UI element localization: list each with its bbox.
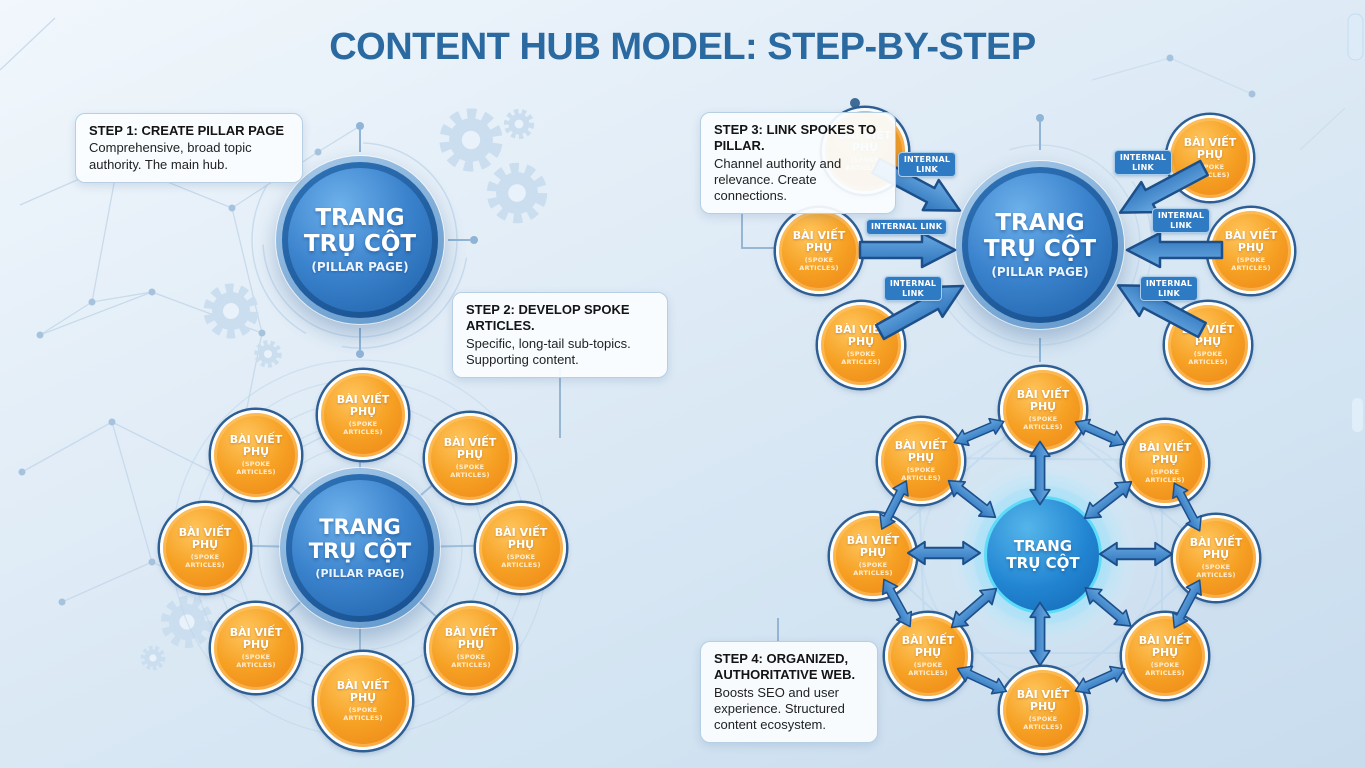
- spoke-subtitle: (SPOKE ARTICLES): [901, 466, 941, 483]
- connector-line: [559, 212, 779, 641]
- spoke-subtitle: (SPOKE ARTICLES): [1190, 163, 1230, 180]
- spoke-subtitle: (SPOKE ARTICLES): [450, 463, 490, 480]
- spoke-title: BÀI VIẾT PHỤ: [1016, 387, 1070, 413]
- spoke-title: BÀI VIẾT PHỤ: [1138, 633, 1192, 659]
- spoke-article-node: BÀI VIẾT PHỤ (SPOKE ARTICLES): [211, 410, 301, 500]
- step-body: Channel authority and relevance. Create …: [714, 155, 842, 204]
- internal-link-badge: INTERNAL LINK: [1114, 150, 1172, 176]
- spoke-article-node: BÀI VIẾT PHỤ (SPOKE ARTICLES): [426, 603, 516, 693]
- pillar-title: TRANG TRỤ CỘT: [308, 515, 412, 563]
- spoke-article-node: BÀI VIẾT PHỤ (SPOKE ARTICLES): [776, 208, 862, 294]
- spoke-title: BÀI VIẾT PHỤ: [901, 633, 955, 659]
- internal-link-arrow: [858, 149, 1224, 349]
- pillar-core: TRANG TRỤ CỘT (PILLAR PAGE): [292, 480, 428, 616]
- orbit-ticks: [356, 122, 478, 358]
- spoke-subtitle: (SPOKE ARTICLES): [1196, 563, 1236, 580]
- spoke-subtitle: (SPOKE ARTICLES): [853, 561, 893, 578]
- step-heading: STEP 3: LINK SPOKES TO PILLAR.: [714, 122, 877, 154]
- spoke-article-node: BÀI VIẾT PHỤ (SPOKE ARTICLES): [1000, 667, 1086, 753]
- spoke-title: BÀI VIẾT PHỤ: [792, 228, 846, 254]
- pillar-ring: TRANG TRỤ CỘT (PILLAR PAGE): [282, 162, 438, 318]
- spoke-subtitle: (SPOKE ARTICLES): [1023, 715, 1063, 732]
- step-2-card: STEP 2: DEVELOP SPOKE ARTICLES. Specific…: [452, 292, 668, 378]
- spoke-article-node: BÀI VIẾT PHỤ (SPOKE ARTICLES): [476, 503, 566, 593]
- decor-bar: [1352, 398, 1363, 432]
- spoke-article-node: BÀI VIẾT PHỤ (SPOKE ARTICLES): [318, 370, 408, 460]
- step-body: Comprehensive, broad topic authority. Th…: [89, 140, 252, 172]
- spoke-article-node: BÀI VIẾT PHỤ (SPOKE ARTICLES): [878, 418, 964, 504]
- spoke-subtitle: (SPOKE ARTICLES): [799, 256, 839, 273]
- spoke-title: BÀI VIẾT PHỤ: [894, 438, 948, 464]
- pillar-core: TRANG TRỤ CỘT (PILLAR PAGE): [968, 173, 1112, 317]
- spoke-title: BÀI VIẾT PHỤ: [1016, 687, 1070, 713]
- step-body: Boosts SEO and user experience. Structur…: [714, 684, 845, 733]
- step-heading: STEP 4: ORGANIZED, AUTHORITATIVE WEB.: [714, 651, 856, 683]
- diagram-title: CONTENT HUB MODEL: STEP-BY-STEP: [329, 26, 1036, 68]
- pillar-ring: TRANG TRỤ CỘT (PILLAR PAGE): [286, 474, 434, 622]
- spoke-subtitle: (SPOKE ARTICLES): [841, 350, 881, 367]
- step-3-card: STEP 3: LINK SPOKES TO PILLAR. Channel a…: [700, 112, 896, 215]
- spoke-title: BÀI VIẾT PHỤ: [443, 435, 497, 461]
- pillar-page-node: TRANG TRỤ CỘT (PILLAR PAGE): [276, 156, 444, 324]
- pillar-subtitle: (PILLAR PAGE): [315, 566, 405, 580]
- spoke-subtitle: (SPOKE ARTICLES): [1023, 415, 1063, 432]
- spoke-title: BÀI VIẾT PHỤ: [1138, 440, 1192, 466]
- hub-node-step4: TRANG TRỤ CỘT: [984, 496, 1102, 614]
- spoke-title: BÀI VIẾT PHỤ: [178, 525, 232, 551]
- spoke-article-node: BÀI VIẾT PHỤ (SPOKE ARTICLES): [1122, 420, 1208, 506]
- step-body: Specific, long-tail sub-topics. Supporti…: [466, 335, 631, 367]
- pillar-page-node: TRANG TRỤ CỘT (PILLAR PAGE): [280, 468, 440, 628]
- pillar-title: TRANG TRỤ CỘT: [983, 209, 1097, 262]
- spoke-title: BÀI VIẾT PHỤ: [229, 625, 283, 651]
- step-heading: STEP 2: DEVELOP SPOKE ARTICLES.: [466, 302, 630, 334]
- spoke-subtitle: (SPOKE ARTICLES): [185, 553, 225, 570]
- spoke-article-node: BÀI VIẾT PHỤ (SPOKE ARTICLES): [425, 413, 515, 503]
- internal-link-badge: INTERNAL LINK: [898, 152, 956, 178]
- spoke-subtitle: (SPOKE ARTICLES): [908, 661, 948, 678]
- spoke-title: BÀI VIẾT PHỤ: [1189, 535, 1243, 561]
- step-4-card: STEP 4: ORGANIZED, AUTHORITATIVE WEB. Bo…: [700, 641, 878, 744]
- spoke-article-node: BÀI VIẾT PHỤ (SPOKE ARTICLES): [160, 503, 250, 593]
- decor-bar: [1347, 13, 1364, 61]
- spoke-title: BÀI VIẾT PHỤ: [229, 432, 283, 458]
- bidirectional-arrow: [906, 440, 1174, 667]
- spoke-title: BÀI VIẾT PHỤ: [1183, 135, 1237, 161]
- internal-link-badge: INTERNAL LINK: [1152, 208, 1210, 234]
- spoke-subtitle: (SPOKE ARTICLES): [1188, 350, 1228, 367]
- spoke-subtitle: (SPOKE ARTICLES): [236, 653, 276, 670]
- spoke-title: BÀI VIẾT PHỤ: [336, 678, 390, 704]
- step-heading: STEP 1: CREATE PILLAR PAGE: [89, 123, 285, 138]
- spoke-title: BÀI VIẾT PHỤ: [834, 322, 888, 348]
- spoke-subtitle: (SPOKE ARTICLES): [343, 706, 383, 723]
- spoke-article-node: BÀI VIẾT PHỤ (SPOKE ARTICLES): [1122, 613, 1208, 699]
- pillar-subtitle: (PILLAR PAGE): [991, 265, 1089, 280]
- spoke-subtitle: (SPOKE ARTICLES): [1145, 661, 1185, 678]
- internal-link-badge: INTERNAL LINK: [1140, 276, 1198, 302]
- spoke-title: BÀI VIẾT PHỤ: [1224, 228, 1278, 254]
- pillar-ring: TRANG TRỤ CỘT (PILLAR PAGE): [962, 167, 1118, 323]
- spoke-article-node: BÀI VIẾT PHỤ (SPOKE ARTICLES): [314, 652, 412, 750]
- internal-link-badge: INTERNAL LINK: [866, 219, 948, 235]
- step-1-card: STEP 1: CREATE PILLAR PAGE Comprehensive…: [75, 113, 303, 183]
- spoke-title: BÀI VIẾT PHỤ: [846, 533, 900, 559]
- spoke-subtitle: (SPOKE ARTICLES): [1145, 468, 1185, 485]
- spoke-article-node: BÀI VIẾT PHỤ (SPOKE ARTICLES): [211, 603, 301, 693]
- pillar-page-node: TRANG TRỤ CỘT (PILLAR PAGE): [956, 161, 1124, 329]
- spoke-subtitle: (SPOKE ARTICLES): [451, 653, 491, 670]
- spoke-article-node: BÀI VIẾT PHỤ (SPOKE ARTICLES): [830, 513, 916, 599]
- spoke-subtitle: (SPOKE ARTICLES): [1231, 256, 1271, 273]
- pillar-core: TRANG TRỤ CỘT (PILLAR PAGE): [288, 168, 432, 312]
- internal-link-badge: INTERNAL LINK: [884, 276, 942, 302]
- pillar-title: TRANG TRỤ CỘT: [1006, 537, 1080, 572]
- pillar-subtitle: (PILLAR PAGE): [311, 260, 409, 275]
- spoke-title: BÀI VIẾT PHỤ: [444, 625, 498, 651]
- spoke-title: BÀI VIẾT PHỤ: [336, 392, 390, 418]
- orbit-ticks: [1036, 114, 1044, 362]
- spoke-subtitle: (SPOKE ARTICLES): [236, 460, 276, 477]
- spoke-subtitle: (SPOKE ARTICLES): [343, 420, 383, 437]
- pillar-title: TRANG TRỤ CỘT: [303, 204, 417, 257]
- spoke-title: BÀI VIẾT PHỤ: [494, 525, 548, 551]
- spoke-subtitle: (SPOKE ARTICLES): [501, 553, 541, 570]
